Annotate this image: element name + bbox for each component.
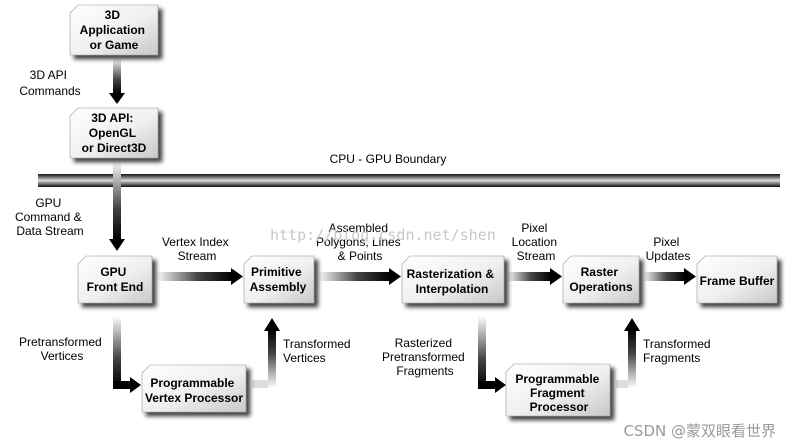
node-gpu-front-end-label: GPU Front End (87, 265, 144, 294)
label-assembled-primitives: Assembled Polygons, Lines & Points (316, 221, 404, 263)
cpu-gpu-boundary-bar (38, 174, 780, 187)
label-vertex-index-stream: Vertex Index Stream (162, 235, 232, 263)
node-primitive-assembly-label: Primitive Assembly (250, 265, 307, 294)
node-fragment-processor-label: Programmable Fragment Processor (515, 372, 602, 414)
arrow-api-to-front-end (109, 160, 125, 251)
arrow-raster-ops-to-frame-buffer (643, 268, 696, 285)
label-rasterized-fragments: Rasterized Pretransformed Fragments (382, 336, 468, 378)
node-vertex-processor (141, 364, 247, 413)
arrow-rasterization-to-raster-ops (507, 268, 562, 285)
arrow-fragment-processor-to-raster-ops (616, 318, 640, 388)
label-transformed-vertices: Transformed Vertices (283, 337, 354, 365)
arrow-rasterization-to-fragment-processor (478, 316, 506, 393)
node-raster-operations-label: Raster Operations (569, 265, 633, 294)
arrow-vertex-processor-to-primitive-assembly (252, 318, 280, 388)
label-gpu-command-stream: GPU Command & Data Stream (15, 196, 85, 238)
label-pretransformed-vertices: Pretransformed Vertices (19, 335, 105, 363)
node-3d-api (69, 107, 159, 159)
node-raster-operations (562, 255, 640, 304)
label-api-commands: 3D API Commands (19, 68, 80, 98)
watermark-url: http://blog.csdn.net/shen (270, 226, 496, 244)
watermark-credit: CSDN @蒙双眼看世界 (623, 422, 776, 440)
node-vertex-processor-label: Programmable Vertex Processor (145, 376, 243, 405)
boundary-label: CPU - GPU Boundary (330, 152, 447, 166)
node-primitive-assembly (243, 255, 315, 304)
arrow-front-end-to-vertex-processor (113, 316, 141, 393)
node-rasterization-label: Rasterization & Interpolation (407, 267, 498, 296)
node-frame-buffer (696, 255, 778, 304)
node-gpu-front-end (77, 255, 153, 304)
label-pixel-updates: Pixel Updates (646, 235, 691, 263)
arrow-front-end-to-primitive-assembly (156, 268, 243, 285)
node-3d-application-label: 3D Application or Game (80, 8, 149, 52)
node-3d-api-label: 3D API: OpenGL or Direct3D (82, 111, 147, 155)
arrow-primitive-to-rasterization (318, 268, 401, 285)
node-frame-buffer-label: Frame Buffer (700, 274, 775, 288)
node-rasterization (401, 255, 505, 304)
node-fragment-processor (505, 363, 611, 417)
label-pixel-location-stream: Pixel Location Stream (512, 221, 561, 263)
label-transformed-fragments: Transformed Fragments (643, 337, 714, 365)
arrow-app-to-api (109, 58, 125, 104)
node-3d-application (69, 4, 159, 56)
